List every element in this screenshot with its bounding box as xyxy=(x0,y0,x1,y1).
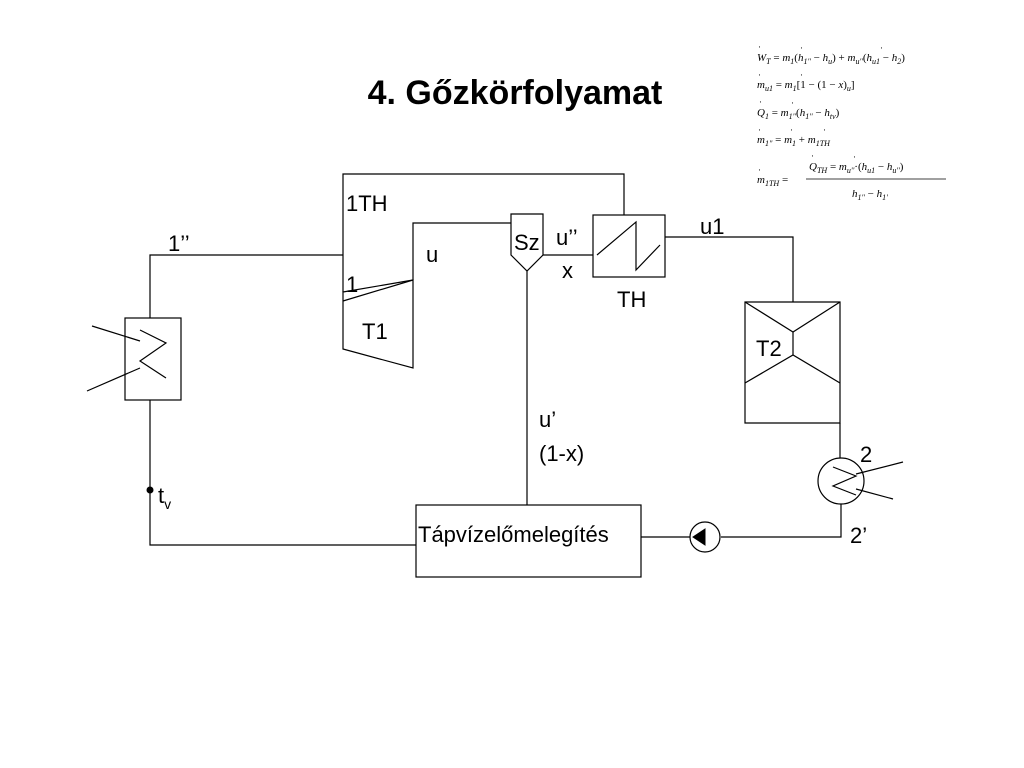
feedwater-heater xyxy=(415,504,642,578)
label-2p: 2’ xyxy=(850,523,867,548)
label-x: x xyxy=(562,258,573,283)
label-upp: u’’ xyxy=(556,225,578,250)
svg-text:·: · xyxy=(853,152,856,162)
label-u1: u1 xyxy=(700,214,724,239)
svg-text:QTH = mu''·(hu1 − hu''): QTH = mu''·(hu1 − hu'') xyxy=(809,161,904,175)
label-Sz: Sz xyxy=(514,230,540,255)
boiler-heat-out xyxy=(86,367,141,392)
svg-text:·: · xyxy=(800,70,803,80)
pump-triangle xyxy=(692,528,706,546)
svg-text:·: · xyxy=(791,98,794,108)
label-1: 1 xyxy=(346,272,358,297)
label-TH: TH xyxy=(617,287,646,312)
pipe-1pp xyxy=(149,254,343,318)
label-feedwater-heater: Tápvízelőmelegítés xyxy=(418,522,609,547)
svg-text:m1TH =: m1TH = xyxy=(757,174,788,188)
label-T1: T1 xyxy=(362,319,388,344)
svg-text:h1'' − h1': h1'' − h1' xyxy=(852,188,888,202)
label-up: u’ xyxy=(539,407,556,432)
equation-4: m1'' = m1 + m1TH · · · xyxy=(757,125,831,148)
label-1TH: 1TH xyxy=(346,191,388,216)
separator-sz xyxy=(510,213,544,272)
reheater-th xyxy=(592,214,666,278)
svg-text:Q1 = m1''(h1'' − htv): Q1 = m1''(h1'' − htv) xyxy=(757,107,840,121)
pipe-2p xyxy=(721,504,842,538)
svg-text:·: · xyxy=(811,151,814,161)
turbine-t2-shape xyxy=(744,301,841,333)
pipe-1TH xyxy=(342,173,625,292)
condenser-cool-in xyxy=(855,461,904,475)
equations: WT = m1(h1'' − hu) + mu''(hu1 − h2) · · … xyxy=(757,42,946,202)
svg-text:·: · xyxy=(758,165,761,175)
svg-text:·: · xyxy=(758,42,761,52)
slide-title: 4. Gőzkörfolyamat xyxy=(367,74,663,112)
condenser-coil xyxy=(831,466,858,496)
svg-text:·: · xyxy=(800,43,803,53)
turbine-t2 xyxy=(744,301,841,424)
boiler-coil xyxy=(138,329,168,379)
pipe-u xyxy=(412,222,511,280)
equation-1: WT = m1(h1'' − hu) + mu''(hu1 − h2) · · … xyxy=(757,42,905,66)
pipe-u1 xyxy=(665,236,794,302)
condenser-cool-out xyxy=(855,488,894,500)
equation-2: mu1 = m1[1 − (1 − x)u] · · xyxy=(757,70,855,93)
turbine-t1 xyxy=(342,279,414,369)
svg-text:·: · xyxy=(759,97,762,107)
label-T2: T2 xyxy=(756,336,782,361)
boiler xyxy=(124,317,182,401)
condenser xyxy=(817,457,865,505)
label-tv-sub: v xyxy=(164,496,171,512)
label-1mx: (1-x) xyxy=(539,441,584,466)
svg-text:m1'' = m1 + m1TH: m1'' = m1 + m1TH xyxy=(757,134,831,148)
svg-text:·: · xyxy=(880,43,883,53)
svg-text:·: · xyxy=(758,70,761,80)
svg-text:·: · xyxy=(758,125,761,135)
label-2: 2 xyxy=(860,442,872,467)
reheater-coil xyxy=(596,220,661,272)
svg-text:·: · xyxy=(823,125,826,135)
label-tv-main: t xyxy=(158,483,164,508)
pipe-tv xyxy=(149,400,416,546)
tv-point xyxy=(146,486,154,494)
svg-text:mu1 = m1[1 − (1 − x)u]: mu1 = m1[1 − (1 − x)u] xyxy=(757,79,855,93)
svg-text:WT = m1(h1'' − hu) + mu''(hu1: WT = m1(h1'' − hu) + mu''(hu1 − h2) xyxy=(757,52,905,66)
equation-3: Q1 = m1''(h1'' − htv) · · xyxy=(757,97,840,121)
svg-text:·: · xyxy=(790,125,793,135)
equation-5: m1TH = · QTH = mu''·(hu1 − hu'') · · h1'… xyxy=(757,151,946,202)
boiler-heat-in xyxy=(91,325,141,342)
label-u: u xyxy=(426,242,438,267)
label-tv: tv xyxy=(158,483,171,512)
label-1pp: 1’’ xyxy=(168,231,190,256)
turbine-t1-divider xyxy=(342,279,414,302)
